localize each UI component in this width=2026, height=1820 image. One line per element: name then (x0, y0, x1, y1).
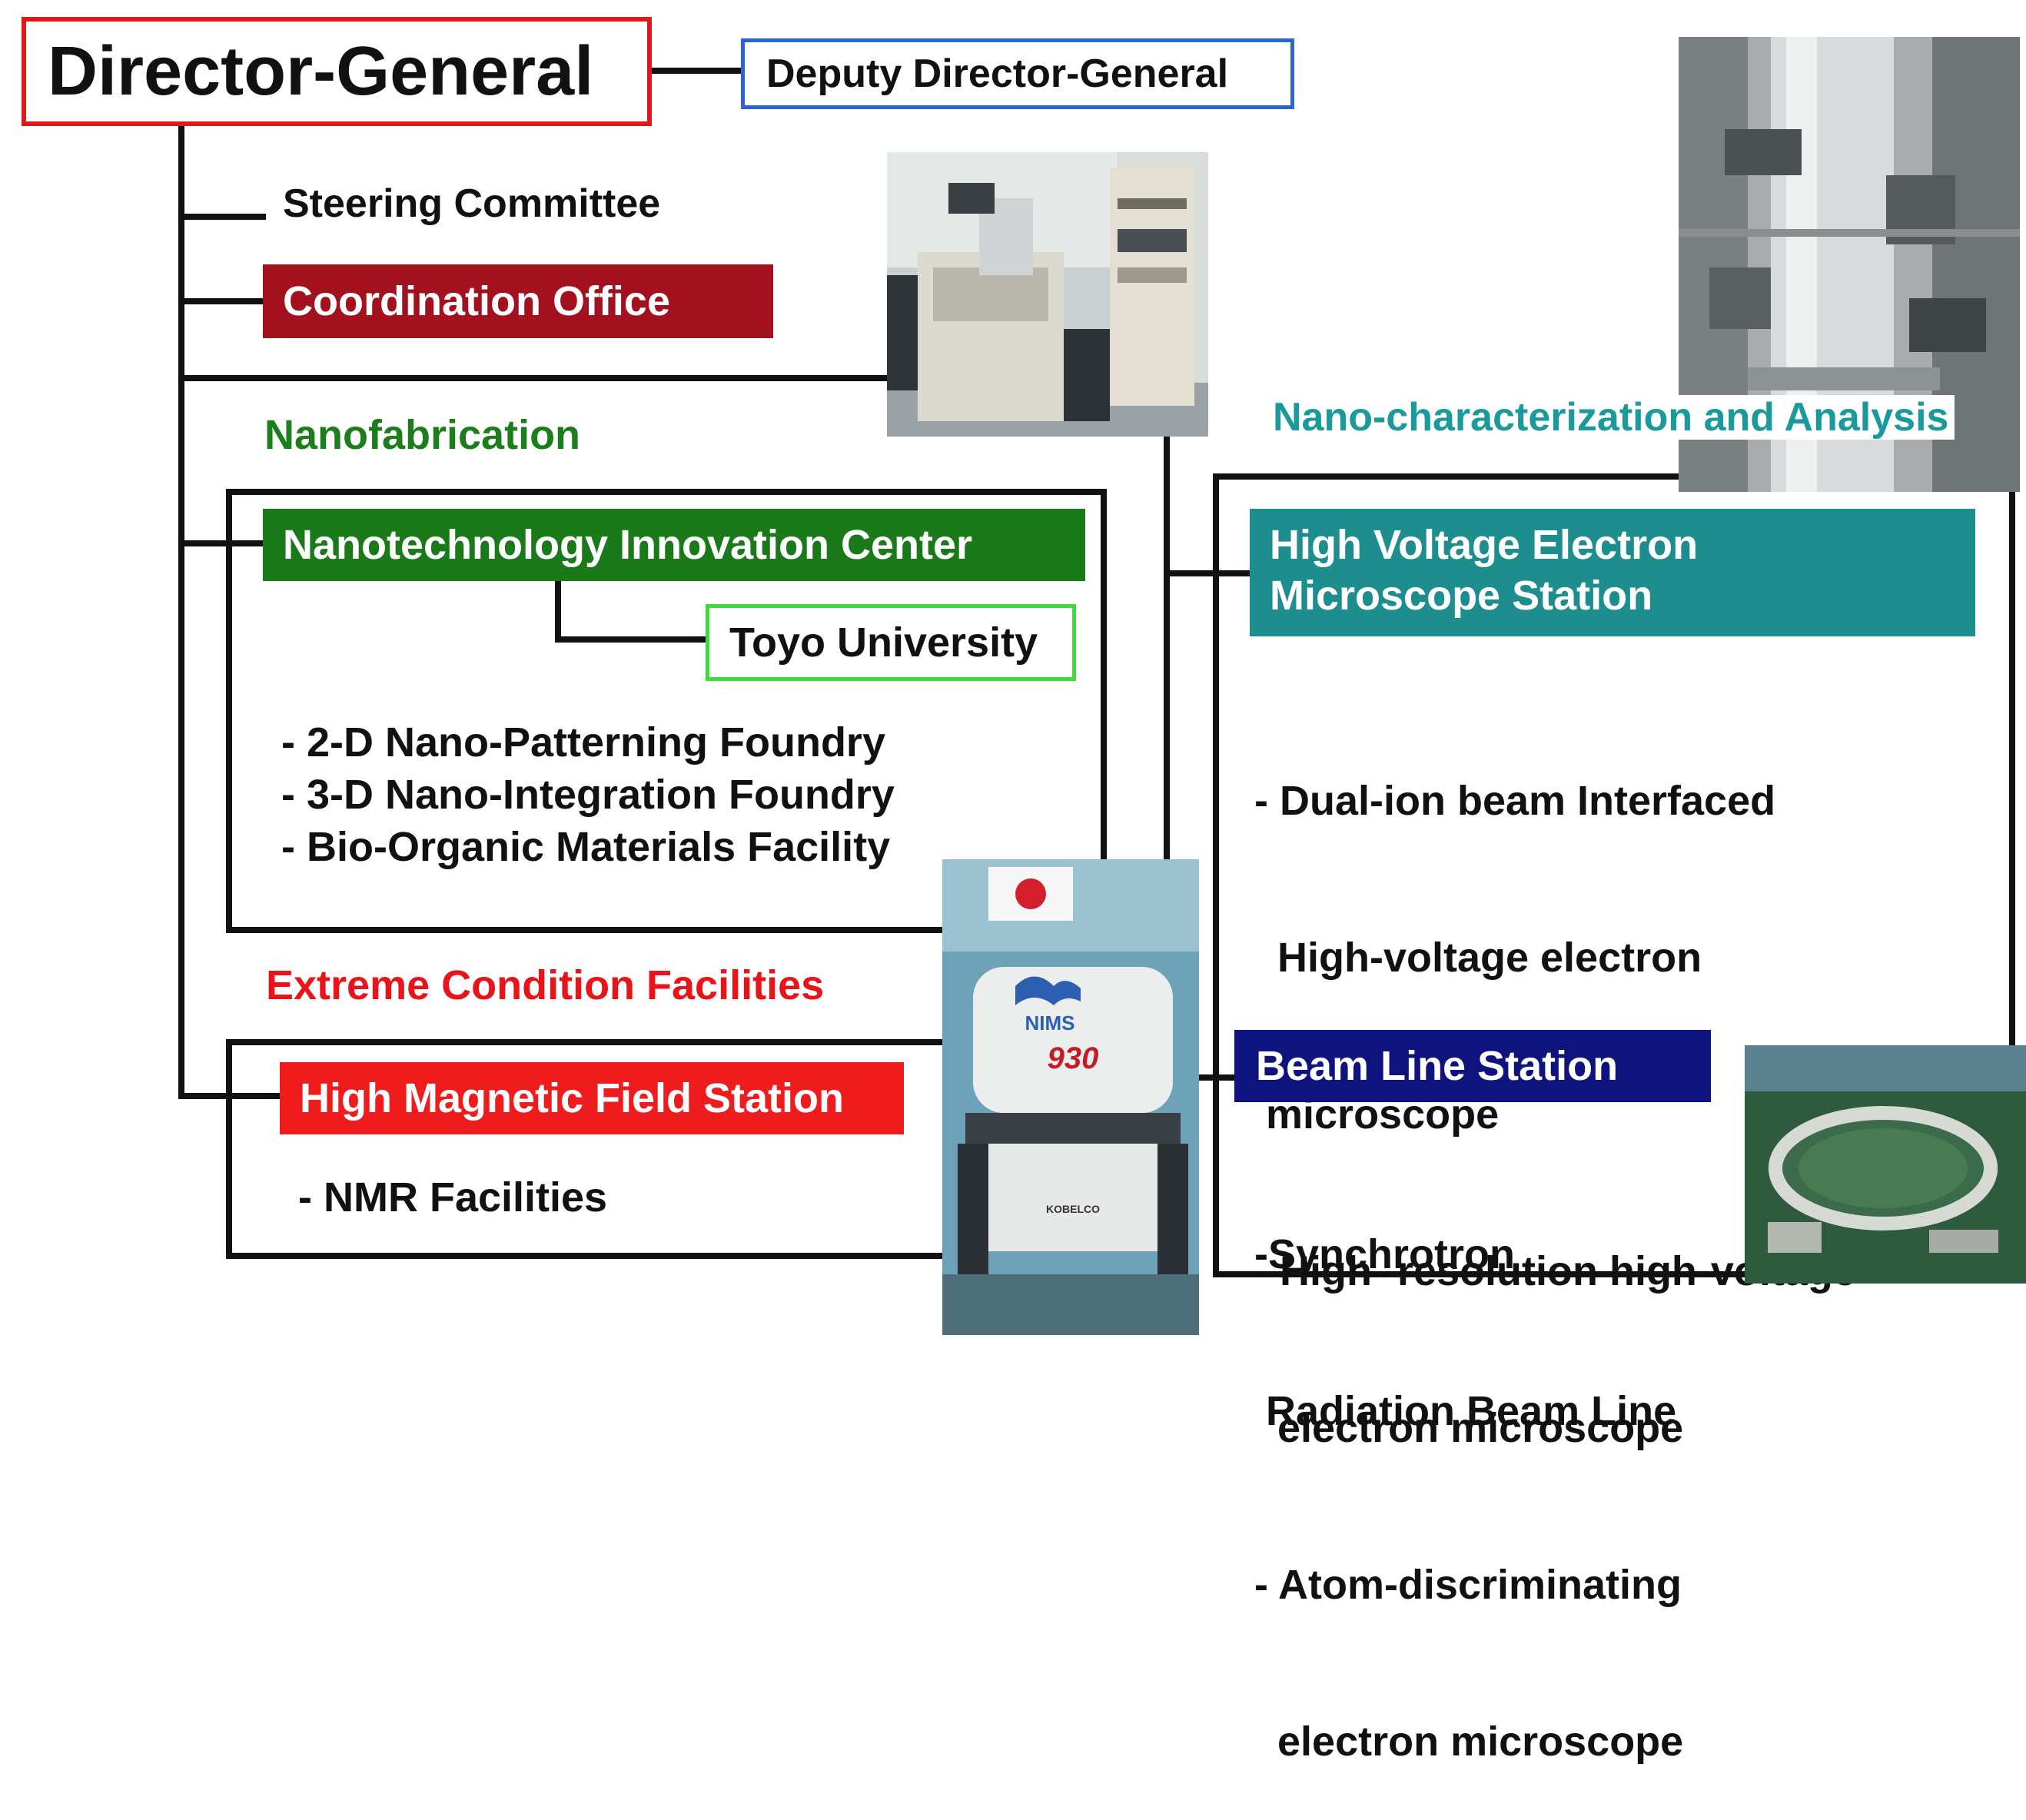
toyo-university-label: Toyo University (729, 619, 1038, 666)
toyo-connector-v (555, 580, 561, 643)
hvem-station-bar: High Voltage Electron Microscope Station (1250, 509, 1975, 636)
nanotech-innovation-center-label: Nanotechnology Innovation Center (283, 522, 973, 568)
deputy-director-label: Deputy Director-General (766, 51, 1229, 96)
steering-connector (184, 214, 266, 220)
toyo-connector-h (555, 636, 707, 643)
deputy-director-box: Deputy Director-General (741, 38, 1294, 109)
hvem-item-line: - Atom-discriminating (1254, 1562, 1682, 1608)
branch-vertical-right (1164, 375, 1170, 1081)
magnet-number-text: 930 (1048, 1041, 1099, 1075)
nanofab-connector (184, 540, 264, 546)
synchrotron-aerial-photo (1745, 1045, 2026, 1284)
director-general-label: Director-General (48, 33, 594, 110)
coordination-connector (184, 298, 264, 304)
hvem-station-label-line: High Voltage Electron (1270, 522, 1699, 568)
nanofabrication-heading: Nanofabrication (264, 412, 581, 458)
beamline-item: -Synchrotron Radiation Beam Line (1254, 1124, 1676, 1490)
beamline-item-line: -Synchrotron (1254, 1231, 1516, 1277)
director-general-box: Director-General (22, 17, 652, 126)
high-magnetic-field-station-bar: High Magnetic Field Station (280, 1062, 904, 1134)
extreme-item: - NMR Facilities (298, 1174, 608, 1221)
characterization-heading: Nano-characterization and Analysis (1270, 395, 1955, 440)
hvem-station-label-line: Microscope Station (1270, 573, 1653, 619)
beam-line-station-label: Beam Line Station (1256, 1043, 1619, 1089)
nanofab-frame (226, 489, 1107, 933)
director-deputy-connector (647, 68, 744, 74)
nanotech-innovation-center-bar: Nanotechnology Innovation Center (263, 509, 1085, 581)
high-magnetic-field-station-label: High Magnetic Field Station (300, 1075, 845, 1121)
beam-line-station-bar: Beam Line Station (1234, 1030, 1711, 1102)
hvem-item-line: High-voltage electron (1254, 935, 1702, 981)
hvem-item-line: - Dual-ion beam Interfaced (1254, 778, 1776, 824)
nanofab-item: - 2-D Nano-Patterning Foundry (281, 719, 885, 766)
beamline-connector (1164, 1074, 1236, 1081)
branch-horizontal (184, 375, 1168, 381)
extreme-connector (184, 1093, 280, 1099)
coordination-office-bar: Coordination Office (263, 264, 773, 338)
magnet-930-photo: NIMS 930 KOBELCO (942, 859, 1199, 1335)
hvem-item-line: electron microscope (1254, 1719, 1684, 1765)
coordination-office-label: Coordination Office (283, 278, 670, 324)
toyo-university-box: Toyo University (706, 604, 1076, 681)
nanofab-item: - Bio-Organic Materials Facility (281, 824, 891, 870)
trunk-line (178, 121, 184, 1099)
magnet-logo-text: NIMS (1025, 1011, 1075, 1035)
lab-equipment-photo (887, 152, 1208, 437)
extreme-condition-heading: Extreme Condition Facilities (266, 962, 825, 1008)
hvem-connector (1164, 570, 1250, 576)
magnet-maker-text: KOBELCO (1046, 1203, 1100, 1215)
steering-committee-label: Steering Committee (283, 181, 661, 226)
characterization-frame (1213, 473, 2015, 1277)
nanofab-item: - 3-D Nano-Integration Foundry (281, 772, 895, 818)
beamline-item-line: Radiation Beam Line (1254, 1388, 1677, 1434)
